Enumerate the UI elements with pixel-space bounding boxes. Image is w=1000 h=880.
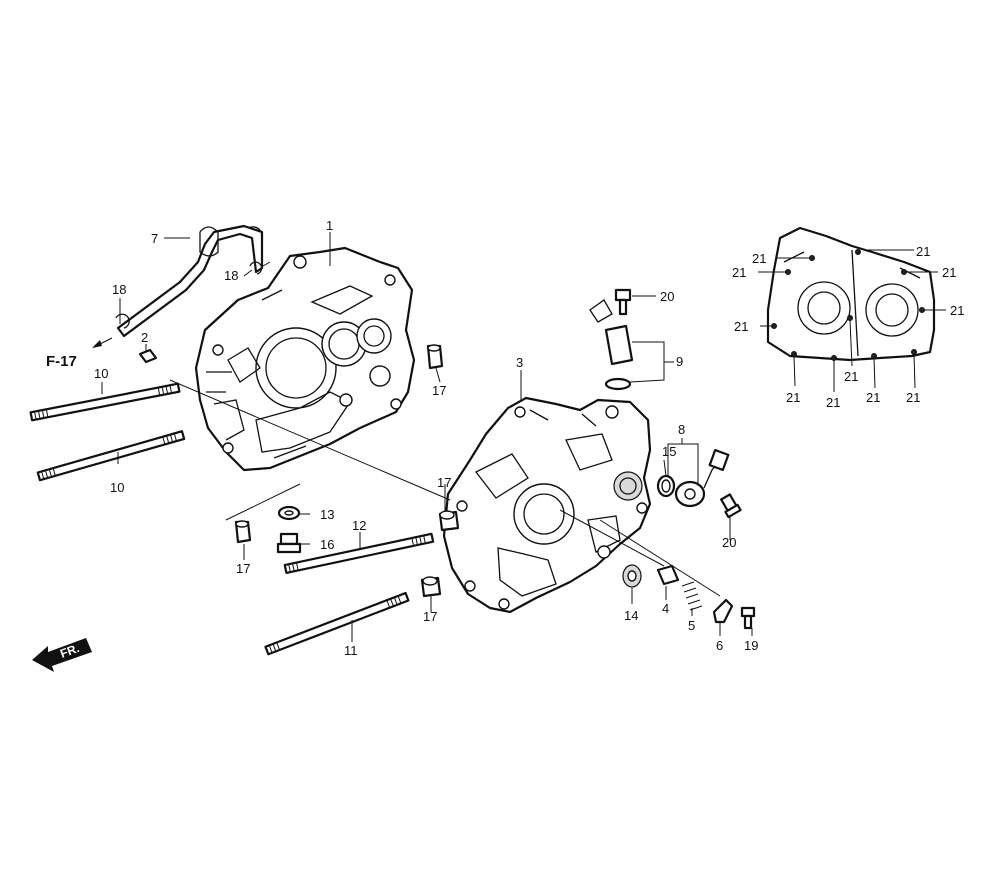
callout-5: 5 bbox=[688, 618, 695, 633]
callout-6: 6 bbox=[716, 638, 723, 653]
callout-8: 8 bbox=[678, 422, 685, 437]
callout-10: 10 bbox=[94, 366, 108, 381]
callout-19: 19 bbox=[744, 638, 758, 653]
callout-3: 3 bbox=[516, 355, 523, 370]
callout-20: 20 bbox=[722, 535, 736, 550]
callout-21: 21 bbox=[906, 390, 920, 405]
part-small-hardware bbox=[115, 261, 756, 630]
callout-21: 21 bbox=[826, 395, 840, 410]
callout-21: 21 bbox=[950, 303, 964, 318]
callout-18: 18 bbox=[112, 282, 126, 297]
callout-17: 17 bbox=[437, 475, 451, 490]
callout-14: 14 bbox=[624, 608, 638, 623]
callout-21: 21 bbox=[786, 390, 800, 405]
callout-21: 21 bbox=[752, 251, 766, 266]
callout-numbers: 7 1 18 18 2 10 10 17 17 17 17 13 16 12 1… bbox=[94, 218, 964, 658]
callout-21: 21 bbox=[844, 369, 858, 384]
callout-18: 18 bbox=[224, 268, 238, 283]
part-right-crankcase bbox=[442, 396, 652, 614]
callout-9: 9 bbox=[676, 354, 683, 369]
callout-12: 12 bbox=[352, 518, 366, 533]
callout-21: 21 bbox=[916, 244, 930, 259]
callout-20: 20 bbox=[660, 289, 674, 304]
callout-1: 1 bbox=[326, 218, 333, 233]
reference-label: F-17 bbox=[46, 353, 77, 370]
callout-7: 7 bbox=[151, 231, 158, 246]
callout-17: 17 bbox=[432, 383, 446, 398]
cross-reference: F-17 bbox=[46, 337, 113, 370]
callout-16: 16 bbox=[320, 537, 334, 552]
callout-13: 13 bbox=[320, 507, 334, 522]
part-case-gasket-outline bbox=[766, 226, 936, 362]
callout-21: 21 bbox=[866, 390, 880, 405]
part-breather-tube bbox=[116, 224, 264, 338]
leader-lines bbox=[101, 232, 946, 642]
front-direction-arrow: FR. bbox=[32, 638, 92, 672]
callout-17: 17 bbox=[423, 609, 437, 624]
callout-21: 21 bbox=[942, 265, 956, 280]
callout-11: 11 bbox=[344, 643, 358, 658]
callout-21: 21 bbox=[732, 265, 746, 280]
callout-4: 4 bbox=[662, 601, 669, 616]
front-direction-label: FR. bbox=[58, 641, 81, 661]
callout-2: 2 bbox=[141, 330, 148, 345]
callout-17: 17 bbox=[236, 561, 250, 576]
part-stud-bolts bbox=[29, 382, 435, 656]
part-dowel-pins bbox=[234, 344, 460, 598]
callout-21: 21 bbox=[734, 319, 748, 334]
callout-10: 10 bbox=[110, 480, 124, 495]
callout-15: 15 bbox=[662, 444, 676, 459]
